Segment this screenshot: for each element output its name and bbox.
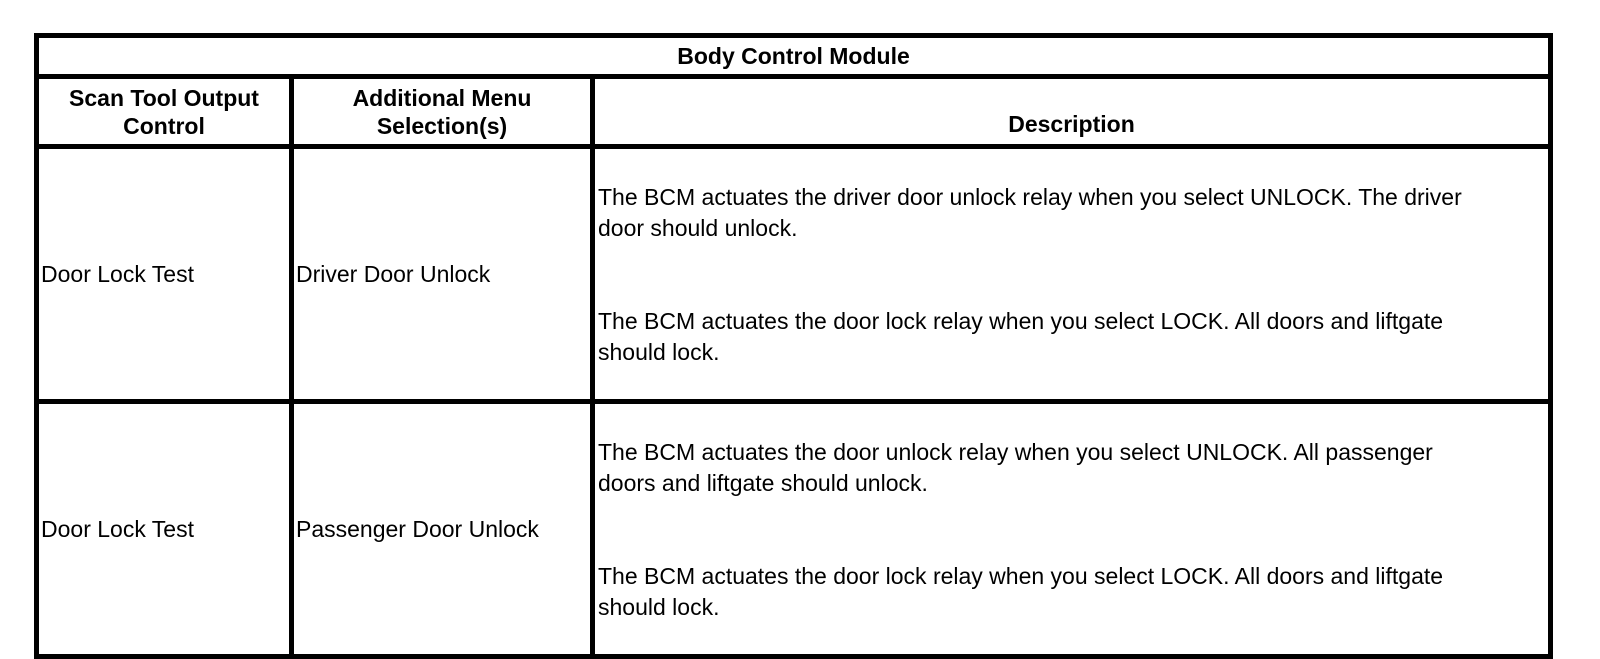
menu-selection-cell: Driver Door Unlock [289, 144, 595, 404]
table-row: Door Lock Test Passenger Door Unlock The… [34, 399, 1553, 659]
table-header-row: Scan Tool Output Control Additional Menu… [34, 74, 1553, 149]
description-paragraph: The BCM actuates the door lock relay whe… [598, 563, 1444, 620]
table-title-row: Body Control Module [34, 33, 1553, 79]
column-header-scan-tool-output-control: Scan Tool Output Control [34, 74, 294, 149]
scan-tool-output-control-cell: Door Lock Test [34, 144, 294, 404]
document-page: Body Control Module Scan Tool Output Con… [34, 33, 1553, 659]
menu-selection-cell: Passenger Door Unlock [289, 399, 595, 659]
scan-tool-output-control-cell: Door Lock Test [34, 399, 294, 659]
description-cell: The BCM actuates the door unlock relay w… [590, 399, 1553, 659]
description-cell: The BCM actuates the driver door unlock … [590, 144, 1553, 404]
column-header-additional-menu-selections: Additional Menu Selection(s) [289, 74, 595, 149]
table-row: Door Lock Test Driver Door Unlock The BC… [34, 144, 1553, 404]
description-paragraph: The BCM actuates the driver door unlock … [598, 184, 1462, 241]
table-title: Body Control Module [34, 33, 1553, 79]
description-paragraph: The BCM actuates the door lock relay whe… [598, 308, 1444, 365]
column-header-description: Description [590, 74, 1553, 149]
description-paragraph: The BCM actuates the door unlock relay w… [598, 439, 1433, 496]
body-control-module-table: Body Control Module Scan Tool Output Con… [34, 33, 1553, 659]
